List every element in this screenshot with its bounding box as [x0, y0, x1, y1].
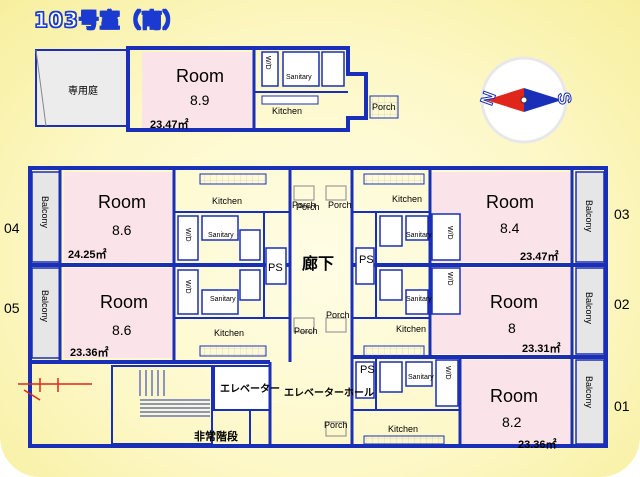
unit-02-kitchen-label: Kitchen — [396, 324, 427, 334]
unit-01-room-label: Room — [490, 386, 539, 406]
unit-04-porch-label: Porch — [292, 200, 316, 210]
main-building — [28, 166, 608, 448]
unit-04-area: 24.25㎡ — [68, 249, 107, 261]
unit-04-kitchen-label: Kitchen — [212, 196, 243, 206]
unit-03-sanitary-label: Sanitary — [406, 232, 432, 239]
unit-03-room-label: Room — [486, 192, 535, 212]
unit-03-number: 03 — [614, 206, 630, 222]
corridor-label: 廊下 — [302, 254, 335, 273]
unit-04-wd-label: W/D — [184, 228, 191, 242]
unit-05-sanitary-label: Sanitary — [210, 296, 236, 303]
unit-01-kitchen-label: Kitchen — [388, 424, 419, 434]
unit-01-room — [462, 360, 570, 444]
unit-05-number: 05 — [4, 300, 20, 316]
unit-01-wd-label: W/D — [444, 366, 451, 380]
garden-label: 専用庭 — [68, 86, 98, 97]
unit-04-room-label: Room — [98, 192, 147, 212]
unit-02-number: 02 — [614, 296, 630, 312]
elevator-hall-label: エレベーターホール — [284, 388, 374, 399]
unit-103-porch-label: Porch — [372, 102, 396, 112]
unit-05-porch-label: Porch — [294, 326, 318, 336]
unit-02-porch-label: Porch — [326, 310, 350, 320]
unit-02-size: 8 — [508, 320, 516, 336]
unit-01-balcony — [575, 359, 605, 445]
unit-103-size: 8.9 — [190, 92, 210, 108]
ps-right-lower-label: PS — [360, 364, 375, 376]
unit-03-balcony-label: Balcony — [584, 200, 594, 233]
elevator-label: エレベーター — [220, 384, 280, 395]
unit-03-area: 23.47㎡ — [520, 251, 559, 263]
unit-05-room — [64, 268, 174, 358]
ps-left-label: PS — [268, 262, 283, 274]
ps-right-label: PS — [359, 254, 374, 266]
unit-103-kitchen-label: Kitchen — [272, 106, 303, 116]
unit-04-balcony — [31, 171, 61, 263]
unit-03-kitchen-label: Kitchen — [392, 194, 423, 204]
unit-05-area: 23.36㎡ — [70, 347, 109, 359]
unit-03-size: 8.4 — [500, 220, 520, 236]
unit-05-wd-label: W/D — [184, 280, 191, 294]
unit-103 — [35, 46, 399, 132]
unit-03-balcony — [575, 171, 605, 263]
unit-04-sanitary-label: Sanitary — [208, 232, 234, 239]
unit-03-porch-label: Porch — [328, 200, 352, 210]
unit-03-wd-label: W/D — [446, 226, 453, 240]
unit-04-size: 8.6 — [112, 222, 132, 238]
unit-01-sanitary-label: Sanitary — [408, 374, 434, 381]
unit-01-size: 8.2 — [502, 414, 522, 430]
unit-04-balcony-label: Balcony — [40, 196, 50, 229]
unit-103-room-label: Room — [176, 66, 225, 86]
unit-04-number: 04 — [4, 220, 20, 236]
unit-103-sanitary-label: Sanitary — [286, 74, 312, 81]
unit-05-room-label: Room — [100, 292, 149, 312]
unit-05-kitchen-label: Kitchen — [214, 328, 245, 338]
unit-04-room — [64, 172, 174, 262]
unit-02-balcony-label: Balcony — [584, 292, 594, 325]
unit-02-sanitary-label: Sanitary — [406, 296, 432, 303]
emergency-stairs — [111, 365, 213, 445]
emergency-stairs-label: 非常階段 — [194, 430, 238, 443]
section-marker — [18, 378, 92, 401]
unit-103-area: 23.47㎡ — [150, 119, 189, 131]
unit-01-number: 01 — [614, 398, 630, 414]
corridor-porch-top-left: Porch — [296, 202, 320, 212]
unit-05-balcony — [31, 267, 61, 359]
unit-01-porch-label: Porch — [324, 420, 348, 430]
unit-05-size: 8.6 — [112, 322, 132, 338]
unit-01-area: 23.36㎡ — [518, 439, 557, 451]
unit-103-wd-label: W/D — [264, 56, 271, 70]
unit-02-wd-label: W/D — [446, 272, 453, 286]
unit-02-area: 23.31㎡ — [522, 343, 561, 355]
private-garden — [35, 49, 129, 127]
compass — [480, 56, 568, 144]
unit-02-balcony — [575, 267, 605, 355]
unit-103-room — [142, 52, 254, 130]
unit-02-room-label: Room — [490, 292, 539, 312]
unit-05-balcony-label: Balcony — [40, 290, 50, 323]
unit-01-balcony-label: Balcony — [584, 376, 594, 409]
page-title: 103号室（南） — [33, 7, 184, 32]
